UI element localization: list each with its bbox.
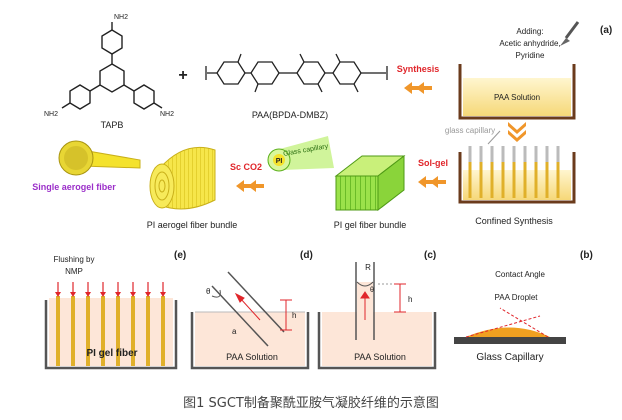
paa-solution-c-label: PAA Solution (354, 352, 406, 362)
beaker-a (458, 64, 576, 120)
sol-gel-arrow (418, 176, 446, 188)
h-label-d: h (292, 311, 296, 320)
paa-label: PAA(BPDA-DMBZ) (252, 110, 328, 120)
panel-a-label: (a) (600, 25, 612, 36)
synthesis-label: Synthesis (397, 64, 440, 74)
dropper-icon (560, 21, 580, 46)
nmp-label: NMP (65, 267, 83, 276)
synthesis-arrow (404, 82, 432, 94)
paa-solution-a-label: PAA Solution (494, 93, 540, 102)
adding-label: Adding: (516, 27, 543, 36)
a-label: a (232, 327, 237, 336)
pi-aerogel-fiber-bundle-label: PI aerogel fiber bundle (147, 220, 238, 230)
plus-sign: + (178, 67, 187, 84)
sc-co2-label: Sc CO2 (230, 162, 262, 172)
panel-b-label: (b) (580, 250, 593, 261)
h-label-c: h (408, 295, 412, 304)
glass-capillary-b-label: Glass Capillary (476, 352, 543, 363)
panel-c-label: (c) (424, 250, 436, 261)
glass-capillary-cone (267, 136, 334, 172)
figure-caption: 图1 SGCT制备聚酰亚胺气凝胶纤维的示意图 (183, 396, 439, 411)
beaker-d (190, 271, 310, 370)
r-label: R (365, 263, 371, 272)
beaker-c (317, 262, 437, 370)
sol-gel-label: Sol-gel (418, 158, 448, 168)
adding-line2: Acetic anhydride, (499, 39, 560, 48)
down-arrow (508, 122, 526, 142)
single-aerogel-fiber (58, 140, 141, 176)
adding-line3: Pyridine (516, 51, 545, 60)
single-aerogel-fiber-label: Single aerogel fiber (32, 182, 116, 192)
glass-capillary-label: glass capillary (445, 126, 495, 135)
theta-label-c: θ (370, 287, 374, 294)
pi-gel-fiber-label: PI gel fiber (86, 348, 137, 359)
pi-aerogel-fiber-bundle-spool (149, 146, 216, 210)
theta-label-d: θ (206, 287, 211, 296)
beaker-confined (458, 146, 576, 204)
panel-d-label: (d) (300, 250, 313, 261)
pi-center-label: PI (276, 158, 283, 165)
flushing-label: Flushing by (54, 255, 95, 264)
nh2-left-label: NH2 (44, 111, 58, 118)
tapb-label: TAPB (101, 120, 124, 130)
droplet-diagram (454, 307, 566, 344)
paa-solution-d-label: PAA Solution (226, 352, 278, 362)
confined-synthesis-label: Confined Synthesis (475, 216, 553, 226)
nh2-right-label: NH2 (160, 111, 174, 118)
tapb-molecule (61, 22, 163, 110)
nh2-top-label: NH2 (114, 14, 128, 21)
panel-e-label: (e) (174, 250, 186, 261)
glass-capillary-pointer (487, 130, 501, 145)
contact-angle-label: Contact Angle (495, 270, 545, 279)
beaker-e (44, 282, 178, 370)
paa-molecule (205, 53, 388, 93)
pi-gel-fiber-bundle-label: PI gel fiber bundle (334, 220, 407, 230)
pi-gel-fiber-bundle-cube (334, 154, 406, 212)
sc-co2-arrow (236, 180, 264, 192)
paa-droplet-label: PAA Droplet (495, 293, 539, 302)
